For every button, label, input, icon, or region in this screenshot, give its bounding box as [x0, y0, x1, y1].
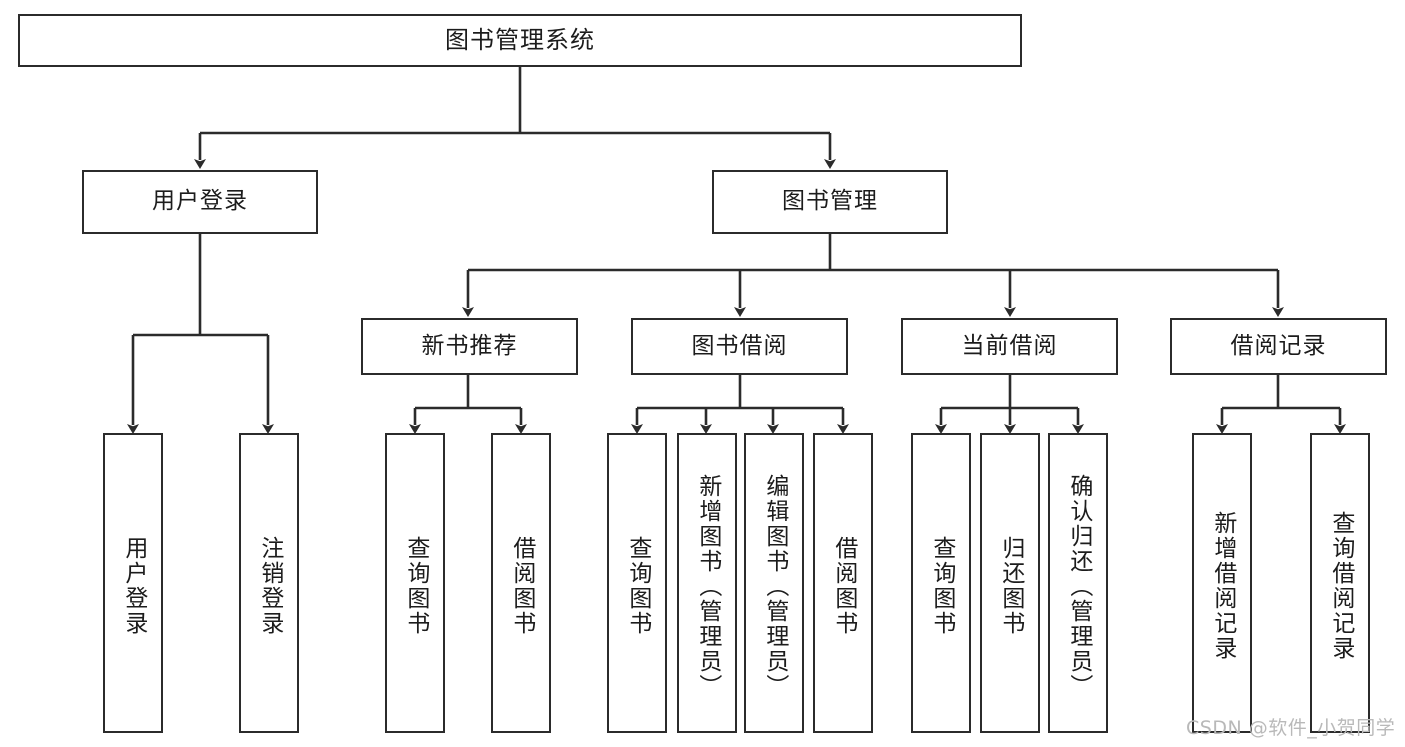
node-label: 查询借阅记录 — [1327, 511, 1354, 661]
node-label: 新书推荐 — [421, 332, 518, 359]
node-leaf-add-record[interactable]: 新增借阅记录 — [1192, 433, 1252, 733]
node-leaf-query-book-2[interactable]: 查询图书 — [607, 433, 667, 733]
node-label: 图书管理系统 — [445, 26, 595, 55]
node-label: 当前借阅 — [961, 332, 1058, 359]
node-leaf-query-record[interactable]: 查询借阅记录 — [1310, 433, 1370, 733]
node-leaf-borrow-book-2[interactable]: 借阅图书 — [813, 433, 873, 733]
node-root-book-management-system[interactable]: 图书管理系统 — [18, 14, 1022, 67]
node-label: 注销登录 — [256, 536, 283, 636]
node-new-book-recommend[interactable]: 新书推荐 — [361, 318, 578, 375]
node-label: 借阅记录 — [1230, 332, 1327, 359]
node-leaf-user-login[interactable]: 用户登录 — [103, 433, 163, 733]
node-label: 图书借阅 — [691, 332, 788, 359]
node-label: 图书管理 — [782, 188, 878, 215]
node-label: 查询图书 — [402, 536, 429, 636]
node-label: 借阅图书 — [508, 536, 535, 636]
node-label: 新增图书（管理员） — [694, 473, 721, 699]
node-label: 用户登录 — [152, 188, 248, 215]
node-leaf-borrow-book-1[interactable]: 借阅图书 — [491, 433, 551, 733]
node-leaf-confirm-return[interactable]: 确认归还（管理员） — [1048, 433, 1108, 733]
node-leaf-logout-login[interactable]: 注销登录 — [239, 433, 299, 733]
node-leaf-query-book-1[interactable]: 查询图书 — [385, 433, 445, 733]
node-leaf-return-book[interactable]: 归还图书 — [980, 433, 1040, 733]
node-label: 编辑图书（管理员） — [761, 473, 788, 699]
node-leaf-edit-book[interactable]: 编辑图书（管理员） — [744, 433, 804, 733]
node-book-management[interactable]: 图书管理 — [712, 170, 948, 234]
node-label: 新增借阅记录 — [1209, 511, 1236, 661]
node-label: 归还图书 — [997, 536, 1024, 636]
node-leaf-query-book-3[interactable]: 查询图书 — [911, 433, 971, 733]
node-current-borrow[interactable]: 当前借阅 — [901, 318, 1118, 375]
csdn-watermark: CSDN @软件_小贺同学 — [1186, 717, 1396, 739]
node-label: 查询图书 — [624, 536, 651, 636]
node-book-borrow[interactable]: 图书借阅 — [631, 318, 848, 375]
node-label: 查询图书 — [928, 536, 955, 636]
node-label: 借阅图书 — [830, 536, 857, 636]
node-label: 用户登录 — [120, 536, 147, 636]
node-leaf-add-book[interactable]: 新增图书（管理员） — [677, 433, 737, 733]
node-borrow-record[interactable]: 借阅记录 — [1170, 318, 1387, 375]
node-label: 确认归还（管理员） — [1065, 473, 1092, 699]
node-user-login[interactable]: 用户登录 — [82, 170, 318, 234]
